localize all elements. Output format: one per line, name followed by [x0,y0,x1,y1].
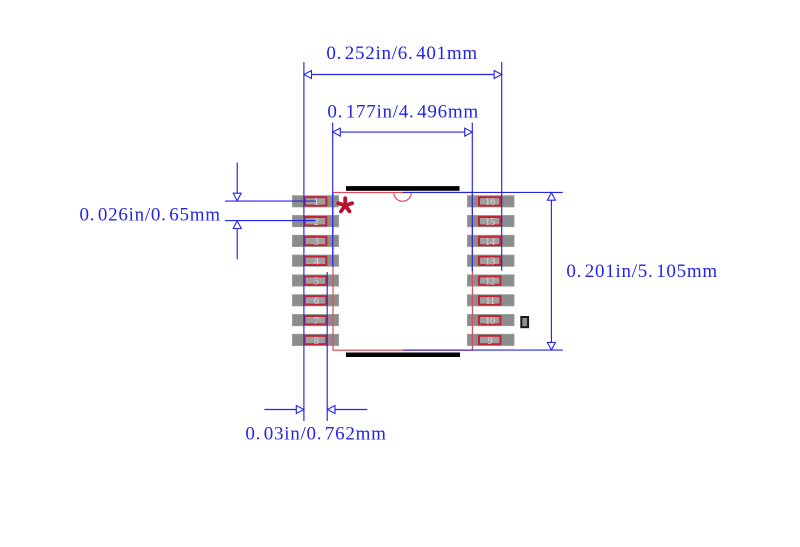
svg-text:0.252in/6.401mm: 0.252in/6.401mm [326,43,478,64]
svg-text:0.03in/0.762mm: 0.03in/0.762mm [245,423,386,444]
svg-text:5: 5 [314,276,319,287]
svg-text:11: 11 [485,296,495,307]
svg-text:3: 3 [314,237,319,248]
svg-text:14: 14 [485,237,496,248]
svg-text:13: 13 [485,257,495,268]
svg-text:12: 12 [485,276,495,287]
svg-text:4: 4 [314,257,320,268]
svg-text:16: 16 [485,197,495,208]
svg-text:0.177in/4.496mm: 0.177in/4.496mm [327,102,479,123]
svg-text:2: 2 [314,217,319,228]
svg-text:7: 7 [314,316,319,327]
svg-text:1: 1 [314,197,319,208]
svg-text:15: 15 [485,217,495,228]
svg-text:8: 8 [314,336,319,347]
svg-text:9: 9 [488,336,493,347]
svg-text:0.026in/0.65mm: 0.026in/0.65mm [80,205,221,226]
svg-text:0.201in/5.105mm: 0.201in/5.105mm [566,261,718,282]
svg-text:6: 6 [314,296,319,307]
svg-text:10: 10 [485,316,495,327]
